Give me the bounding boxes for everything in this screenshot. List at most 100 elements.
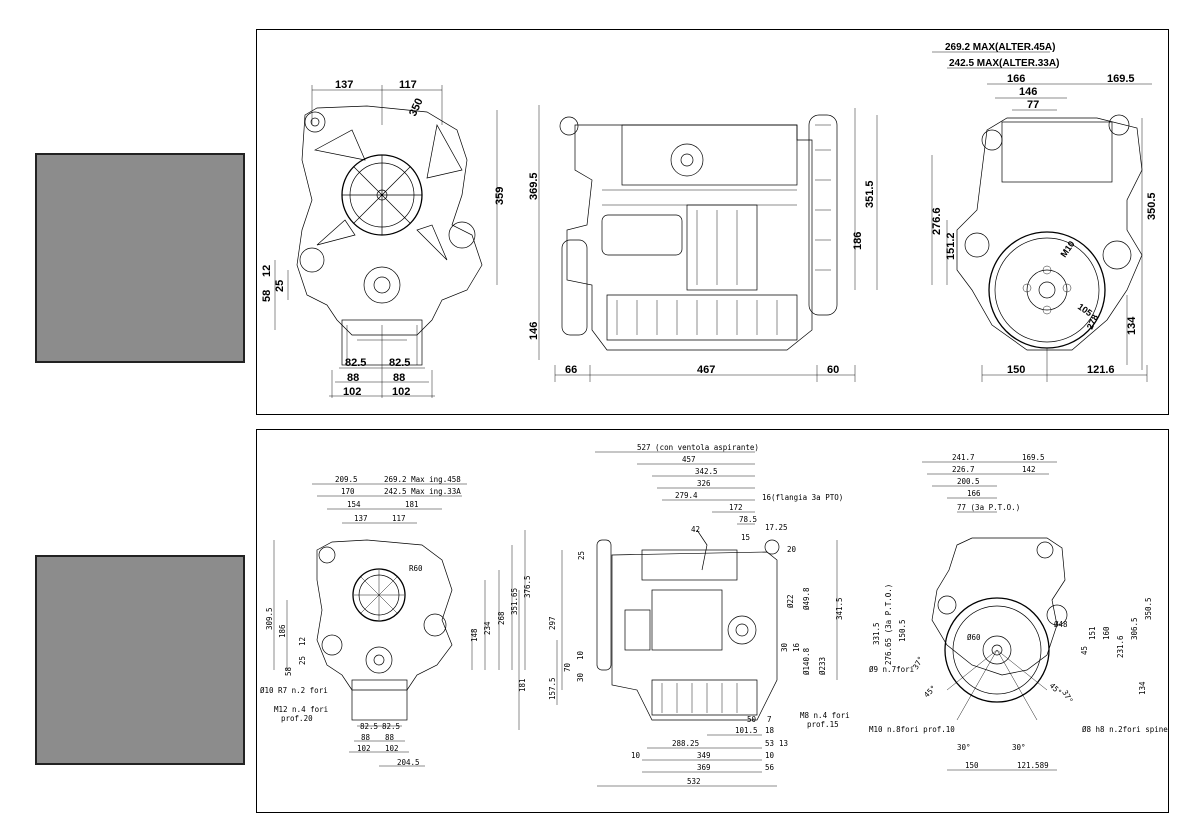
gray-box-top	[35, 153, 245, 363]
dim: 166	[1007, 73, 1025, 85]
dim: 25	[577, 551, 586, 560]
dim: 359	[494, 187, 506, 205]
dim: 12	[298, 637, 307, 646]
dim: 369.5	[528, 172, 540, 200]
dim: 77	[1027, 99, 1039, 111]
dim: 42	[691, 525, 700, 534]
dim: 209.5	[335, 475, 358, 484]
dim: 151	[1088, 626, 1097, 640]
dim: 376.5	[523, 575, 532, 598]
dim: 134	[1126, 316, 1138, 335]
dim: Ø22	[786, 594, 795, 608]
dim: Ø48	[1054, 620, 1068, 629]
dim: 45°	[1048, 681, 1064, 697]
dim: 10	[765, 751, 775, 760]
dim: 50	[747, 715, 757, 724]
dim: 309.5	[265, 607, 274, 630]
dim: 88	[361, 733, 371, 742]
dim: 70	[563, 662, 572, 672]
dim: Ø9 n.7fori	[869, 665, 914, 674]
dim: 181	[518, 678, 527, 692]
dim: 20	[787, 545, 797, 554]
dim: 226.7	[952, 465, 975, 474]
dim: 53	[765, 739, 774, 748]
note: M12 n.4 fori	[274, 705, 328, 714]
dim: 242.5 Max ing.33A	[384, 487, 461, 496]
dim: 269.2 Max ing.458	[384, 475, 461, 484]
dim: 117	[392, 514, 406, 523]
dim: 146	[528, 322, 540, 340]
dim: 268	[497, 611, 506, 625]
dim: 172	[729, 503, 743, 512]
dim: 527 (con ventola aspirante)	[637, 443, 759, 452]
dim: 148	[470, 628, 479, 642]
dim: 150	[965, 761, 979, 770]
dim: 457	[682, 455, 696, 464]
dim: 306.5	[1130, 617, 1139, 640]
bottom-drawing-svg: 209.5 269.2 Max ing.458 170 242.5 Max in…	[260, 443, 1168, 787]
dim: 200.5	[957, 477, 980, 486]
dim: 186	[278, 624, 287, 638]
dim: Ø233	[818, 657, 827, 675]
dim: 276.65 (3a P.T.O.)	[884, 584, 893, 665]
dim: 204.5	[397, 758, 420, 767]
bottom-drawing-panel: 209.5 269.2 Max ing.458 170 242.5 Max in…	[256, 429, 1169, 813]
dim: 241.7	[952, 453, 975, 462]
dim: 154	[347, 500, 361, 509]
note: Ø8 h8 n.2fori spine	[1082, 725, 1168, 734]
dim: 88	[347, 372, 359, 384]
dim: M10	[1058, 239, 1076, 259]
dim: 56	[765, 763, 775, 772]
dim: 77 (3a P.T.O.)	[957, 503, 1020, 512]
dim: 121.6	[1087, 364, 1115, 376]
dim: 142	[1022, 465, 1036, 474]
dim: 279.4	[675, 491, 698, 500]
dim: 157.5	[548, 677, 557, 700]
dim: 12	[261, 265, 273, 277]
dim: 146	[1019, 86, 1037, 98]
dim: 82.5	[382, 722, 400, 731]
dim: 169.5	[1107, 73, 1135, 85]
dim: 134	[1138, 681, 1147, 695]
dim: 16(flangia 3a PTO)	[762, 493, 843, 502]
dim: 10	[631, 751, 641, 760]
bottom-side-view: 527 (con ventola aspirante) 457 342.5 32…	[548, 443, 850, 787]
dim: 45	[1080, 646, 1089, 655]
dim: R60	[409, 564, 423, 573]
dim: 121.589	[1017, 761, 1049, 770]
top-drawing-panel: 137 117 350 359 12 25 58 82.5 82.5 88 88…	[256, 29, 1169, 415]
dim: Ø60	[967, 633, 981, 642]
bottom-front-view: 209.5 269.2 Max ing.458 170 242.5 Max in…	[260, 475, 532, 767]
dim: 78.5	[739, 515, 757, 524]
dim: 102	[392, 386, 410, 398]
dim: 350.5	[1144, 597, 1153, 620]
dim: 150.5	[898, 619, 907, 642]
dim: 234	[483, 621, 492, 635]
dim: 350	[407, 96, 426, 118]
dim: 58	[261, 290, 273, 302]
dim: 25	[298, 656, 307, 665]
note: M10 n.8fori prof.10	[869, 725, 955, 734]
dim: 342.5	[695, 467, 718, 476]
dim: 13	[779, 739, 788, 748]
top-front-view: 137 117 350 359 12 25 58 82.5 82.5 88 88…	[261, 79, 506, 398]
dim: 10	[576, 650, 585, 660]
dim: 242.5 MAX(ALTER.33A)	[949, 58, 1059, 69]
dim: 82.5	[389, 357, 410, 369]
dim: 60	[827, 364, 839, 376]
bottom-rear-view: 241.7 169.5 226.7 142 200.5 166 77 (3a P…	[869, 453, 1168, 771]
dim: 30	[780, 642, 789, 652]
dim: 150	[1007, 364, 1025, 376]
dim: 326	[697, 479, 711, 488]
dim: 341.5	[835, 597, 844, 620]
dim: 349	[697, 751, 711, 760]
note: Ø10 R7 n.2 fori	[260, 686, 328, 695]
dim: 25	[274, 280, 286, 292]
gray-box-bottom	[35, 555, 245, 765]
dim: 351.5	[864, 180, 876, 208]
note: prof.15	[807, 720, 839, 729]
dim: 17.25	[765, 523, 788, 532]
dim: 137	[354, 514, 368, 523]
dim: 166	[967, 489, 981, 498]
dim: 102	[385, 744, 399, 753]
